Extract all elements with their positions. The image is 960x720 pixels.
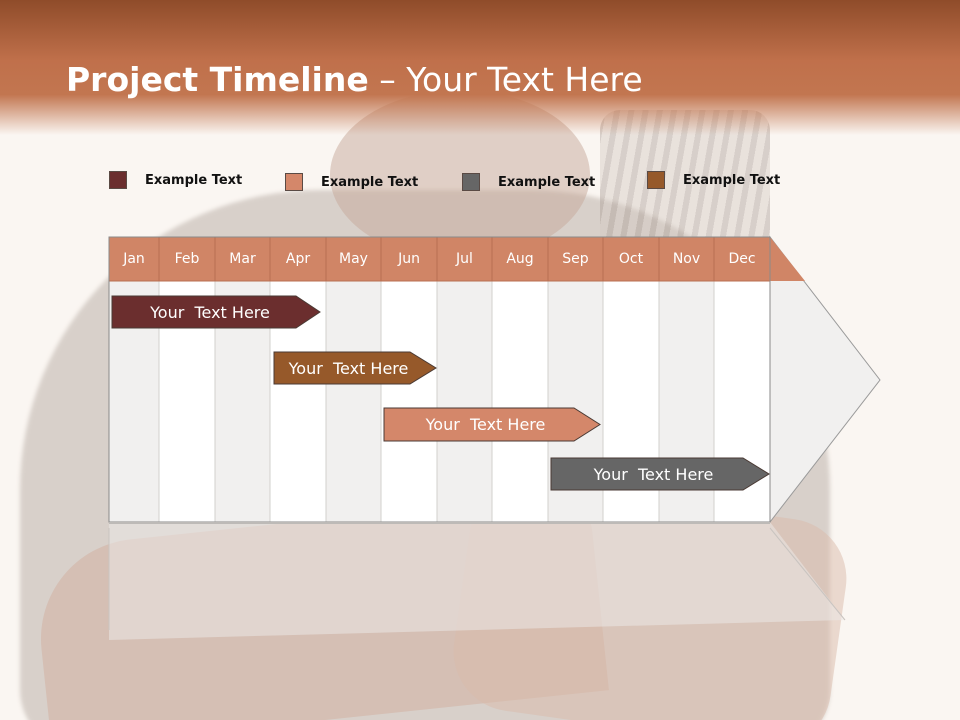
month-label-mar: Mar <box>229 251 256 267</box>
slide-title[interactable]: Project Timeline – Your Text Here <box>66 60 643 99</box>
month-cell <box>436 236 493 282</box>
month-label-apr: Apr <box>285 251 311 267</box>
slide-title-bold: Project Timeline <box>66 60 369 99</box>
month-label-feb: Feb <box>174 251 200 267</box>
timeline-column <box>380 280 438 523</box>
timeline-column <box>491 280 549 523</box>
task-bar-3 <box>383 407 601 442</box>
reflection-edge <box>769 527 846 621</box>
month-label-dec: Dec <box>728 251 756 267</box>
month-cell <box>269 236 327 282</box>
month-label-sep: Sep <box>562 251 589 267</box>
month-label-may: May <box>339 251 368 267</box>
timeline-column <box>325 280 382 523</box>
title-banner <box>0 0 960 135</box>
legend-label: Example Text <box>145 172 243 188</box>
legend-label: Example Text <box>498 174 596 190</box>
legend-item[interactable]: Example Text <box>647 170 780 190</box>
month-label-nov: Nov <box>672 251 701 267</box>
timeline-arrow-cap <box>770 237 805 281</box>
legend-label: Example Text <box>321 174 419 190</box>
month-cell <box>380 236 438 282</box>
month-label-oct: Oct <box>618 251 644 267</box>
task-bar-1 <box>111 295 321 329</box>
month-cell <box>658 236 715 282</box>
legend-item[interactable]: Example Text <box>109 170 242 190</box>
month-cell <box>547 236 604 282</box>
month-cell <box>602 236 660 282</box>
month-cell <box>325 236 382 282</box>
task-label-3[interactable]: Your Text Here <box>425 415 546 434</box>
month-label-jun: Jun <box>398 251 420 267</box>
legend-swatch <box>647 171 665 189</box>
legend-label: Example Text <box>683 172 781 188</box>
task-label-2[interactable]: Your Text Here <box>288 358 409 378</box>
month-label-jul: Jul <box>456 251 473 267</box>
task-bar-2 <box>273 351 437 385</box>
legend-swatch <box>109 171 127 189</box>
timeline-reflection <box>109 522 845 640</box>
task-label-1[interactable]: Your Text Here <box>150 302 270 322</box>
legend-swatch <box>285 173 303 191</box>
month-label-aug: Aug <box>506 251 534 267</box>
month-label-jan: Jan <box>123 251 145 267</box>
month-cell <box>108 236 160 282</box>
task-bar-4 <box>550 457 770 491</box>
legend-swatch <box>462 173 480 191</box>
slide-title-rest: – Your Text Here <box>368 60 643 99</box>
month-cell <box>713 236 771 282</box>
legend-item[interactable]: Example Text <box>285 172 418 192</box>
timeline-column <box>436 280 493 523</box>
task-label-4[interactable]: Your Text Here <box>593 464 714 484</box>
legend-item[interactable]: Example Text <box>462 172 595 192</box>
